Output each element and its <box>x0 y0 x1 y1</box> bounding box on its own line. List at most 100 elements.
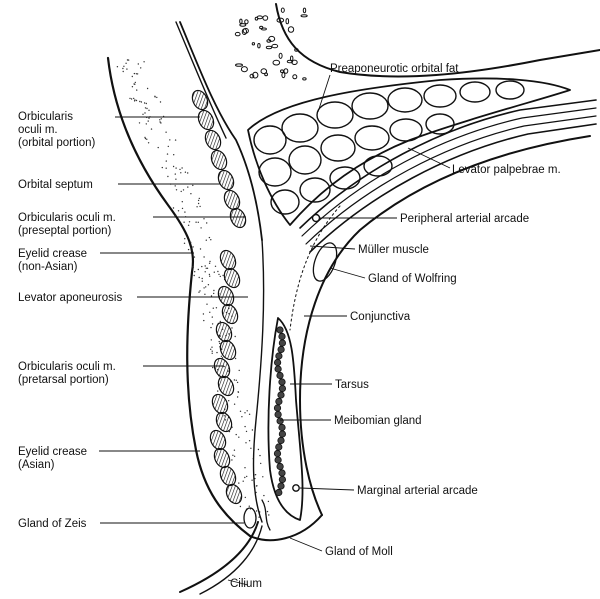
stipple-dot <box>187 172 189 174</box>
stipple-dot <box>235 379 237 381</box>
stipple-dot <box>210 339 212 341</box>
label-orbital-septum: Orbital septum <box>18 179 93 191</box>
stipple-dot <box>175 189 178 191</box>
stipple-dot <box>199 248 202 250</box>
stipple-dot <box>190 193 192 195</box>
meibomian-lobule <box>278 339 286 347</box>
fat-lobule <box>253 125 287 155</box>
stipple-dot <box>147 120 149 122</box>
bone-speck <box>286 59 294 64</box>
orbicularis-bundle <box>197 109 215 131</box>
subcutaneous-tissue <box>116 59 270 518</box>
stipple-dot <box>209 260 211 263</box>
stipple-dot <box>127 59 130 61</box>
stipple-dot <box>246 475 248 478</box>
bone-speck <box>285 18 290 25</box>
bone-speck <box>260 27 267 31</box>
fat-lobule <box>270 189 300 215</box>
orbicularis-bundle <box>217 375 235 397</box>
label-eyelid-crease-asian: Eyelid crease (Asian) <box>18 446 90 471</box>
stipple-dot <box>144 136 146 139</box>
bone-speck <box>249 73 255 79</box>
meibomian-lobule <box>273 449 282 458</box>
label-cilium: Cilium <box>230 578 262 590</box>
stipple-dot <box>196 206 198 208</box>
bone-speck <box>254 16 259 21</box>
bone-speck <box>302 77 307 81</box>
stipple-dot <box>133 97 135 100</box>
stipple-dot <box>145 102 147 105</box>
stipple-dot <box>193 274 195 277</box>
stipple-dot <box>205 286 207 288</box>
stipple-dot <box>131 86 134 88</box>
bone-speck <box>280 7 285 13</box>
orbicularis-bundle <box>221 303 239 325</box>
stipple-dot <box>211 323 214 325</box>
meibomian-lobule <box>276 326 284 334</box>
stipple-dot <box>203 218 205 220</box>
stipple-dot <box>201 280 203 282</box>
fat-pad-outline <box>247 77 571 226</box>
stipple-dot <box>212 307 214 309</box>
stipple-dot <box>262 476 264 478</box>
stipple-dot <box>143 102 146 104</box>
stipple-dot <box>239 410 242 412</box>
orbital-septum-line <box>179 21 263 241</box>
fat-lobule <box>316 101 354 129</box>
stipple-dot <box>134 81 136 84</box>
stipple-dot <box>148 117 150 119</box>
stipple-dot <box>200 227 202 229</box>
stipple-dot <box>167 145 169 148</box>
stipple-dot <box>211 350 213 352</box>
label-orbicularis-preseptal: Orbicularis oculi m. (preseptal portion) <box>18 212 119 237</box>
peripheral-arterial-arcade-vessel <box>311 213 321 223</box>
gland-of-moll <box>261 499 271 531</box>
bone-speck <box>294 48 299 52</box>
stipple-dot <box>251 429 254 431</box>
meibomian-lobule <box>277 391 285 399</box>
bone-speck <box>272 59 281 66</box>
stipple-dot <box>239 505 242 508</box>
label-marginal-arterial-arcade: Marginal arterial arcade <box>357 485 478 497</box>
stipple-dot <box>129 97 131 100</box>
leader-muller-muscle <box>309 245 356 250</box>
meibomian-lobule <box>278 430 286 438</box>
stipple-dot <box>206 267 209 269</box>
bone-speck <box>278 52 283 59</box>
orbicularis-bundle <box>191 89 209 111</box>
leader-cilium <box>227 579 249 586</box>
stipple-dot <box>145 123 147 125</box>
stipple-dot <box>203 319 205 322</box>
meibomian-lobule <box>274 456 282 464</box>
fat-lobule <box>459 81 491 103</box>
stipple-dot <box>245 430 248 433</box>
meibomian-lobule <box>275 352 283 360</box>
meibomian-lobule <box>275 397 283 406</box>
stipple-dot <box>184 238 186 240</box>
stipple-dot <box>180 190 182 193</box>
stipple-dot <box>133 83 135 85</box>
orbicularis-bundle <box>217 169 235 191</box>
stipple-dot <box>238 436 240 438</box>
bone-speck <box>302 7 307 14</box>
stipple-dot <box>219 320 221 323</box>
bone-speck <box>240 66 248 73</box>
stipple-dot <box>233 449 236 451</box>
fat-lobule <box>329 166 361 190</box>
stipple-dot <box>159 101 162 103</box>
stipple-dot <box>204 293 206 295</box>
fat-lobule <box>389 118 423 142</box>
stipple-dot <box>198 291 200 293</box>
bone-speck <box>290 55 294 62</box>
stipple-dot <box>173 154 175 156</box>
stipple-dot <box>144 107 147 109</box>
stipple-dot <box>191 249 193 251</box>
bone-speck <box>235 63 243 67</box>
meibomian-lobule <box>278 469 286 477</box>
label-levator-palpebrae: Levator palpebrae m. <box>452 164 561 176</box>
label-gland-of-moll: Gland of Moll <box>325 546 393 558</box>
stipple-dot <box>198 197 200 200</box>
stipple-dot <box>156 96 158 99</box>
stipple-dot <box>210 326 212 329</box>
